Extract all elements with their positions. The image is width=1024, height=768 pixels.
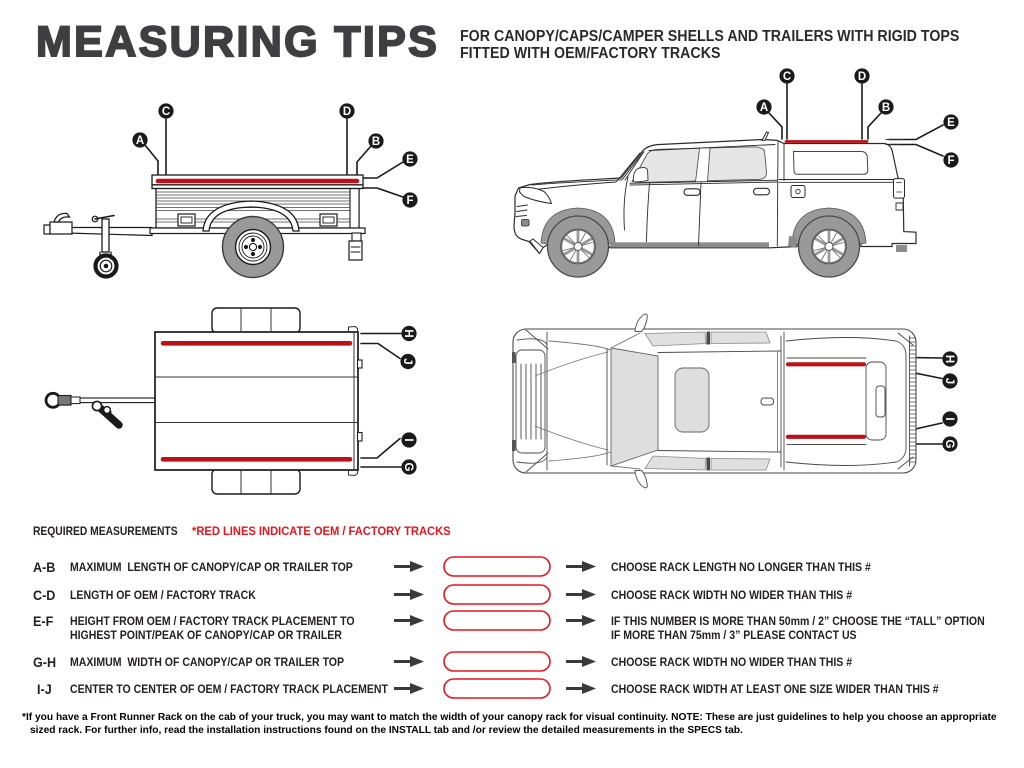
svg-text:D: D xyxy=(343,106,351,118)
svg-text:J: J xyxy=(943,378,955,384)
svg-text:A: A xyxy=(136,135,144,147)
svg-text:C: C xyxy=(783,71,791,83)
svg-text:I: I xyxy=(943,417,955,420)
svg-text:E: E xyxy=(947,117,955,129)
svg-text:D: D xyxy=(858,71,866,83)
svg-text:F: F xyxy=(406,195,413,207)
svg-text:H: H xyxy=(402,329,414,337)
svg-text:J: J xyxy=(401,358,413,364)
svg-text:B: B xyxy=(372,136,380,148)
svg-text:F: F xyxy=(947,155,954,167)
svg-text:E: E xyxy=(406,154,414,166)
svg-text:A: A xyxy=(760,102,768,114)
svg-text:G: G xyxy=(943,440,955,449)
svg-text:G: G xyxy=(402,463,414,472)
svg-text:H: H xyxy=(943,355,955,363)
svg-text:C: C xyxy=(162,106,170,118)
svg-text:B: B xyxy=(882,102,890,114)
svg-text:I: I xyxy=(402,438,414,441)
